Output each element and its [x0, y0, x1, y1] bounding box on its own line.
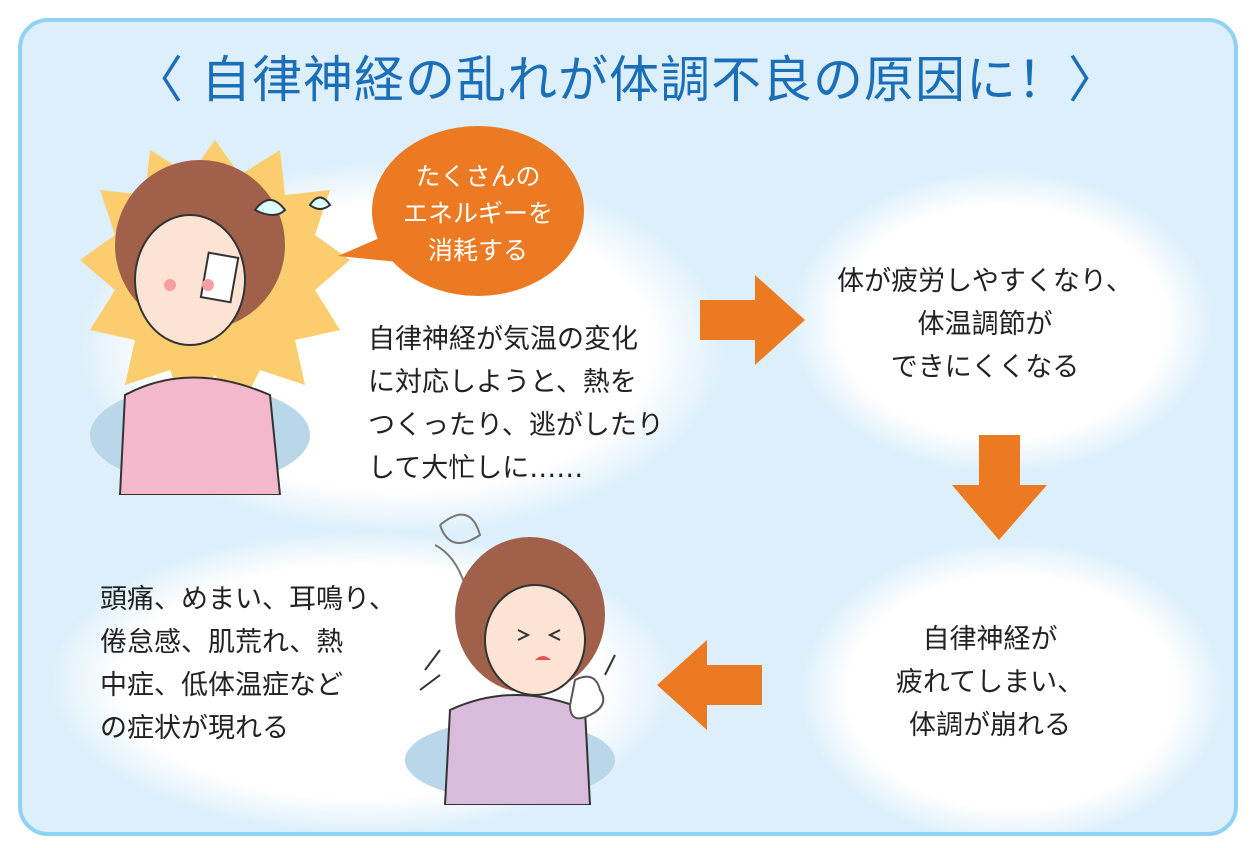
glow-3	[802, 542, 1222, 832]
step-3-text: 自律神経が 疲れてしまい、 体調が崩れる	[895, 624, 1085, 741]
arrow-down-icon	[952, 435, 1047, 540]
unwell-woman-illustration	[405, 513, 616, 805]
speech-bubble	[372, 126, 584, 296]
step-1-text: 自律神経が気温の変化 に対応しようと、熱を つくったり、逃がしたり して大忙しに…	[368, 324, 664, 484]
speech-bubble-text: たくさんの エネルギーを 消耗する	[402, 162, 553, 265]
arrow-left-icon	[657, 640, 762, 730]
arrow-right-icon	[700, 275, 805, 365]
step-4-text: 頭痛、めまい、耳鳴り、 倦怠感、肌荒れ、熱 中症、低体温症など の症状が現れる	[100, 584, 396, 744]
step-2-text: 体が疲労しやすくなり、 体温調節が できにくくなる	[837, 266, 1133, 383]
page-title: 〈 自律神経の乱れが体調不良の原因に！〉	[133, 51, 1119, 109]
hot-woman-illustration	[80, 140, 350, 495]
glow-2	[792, 172, 1212, 472]
